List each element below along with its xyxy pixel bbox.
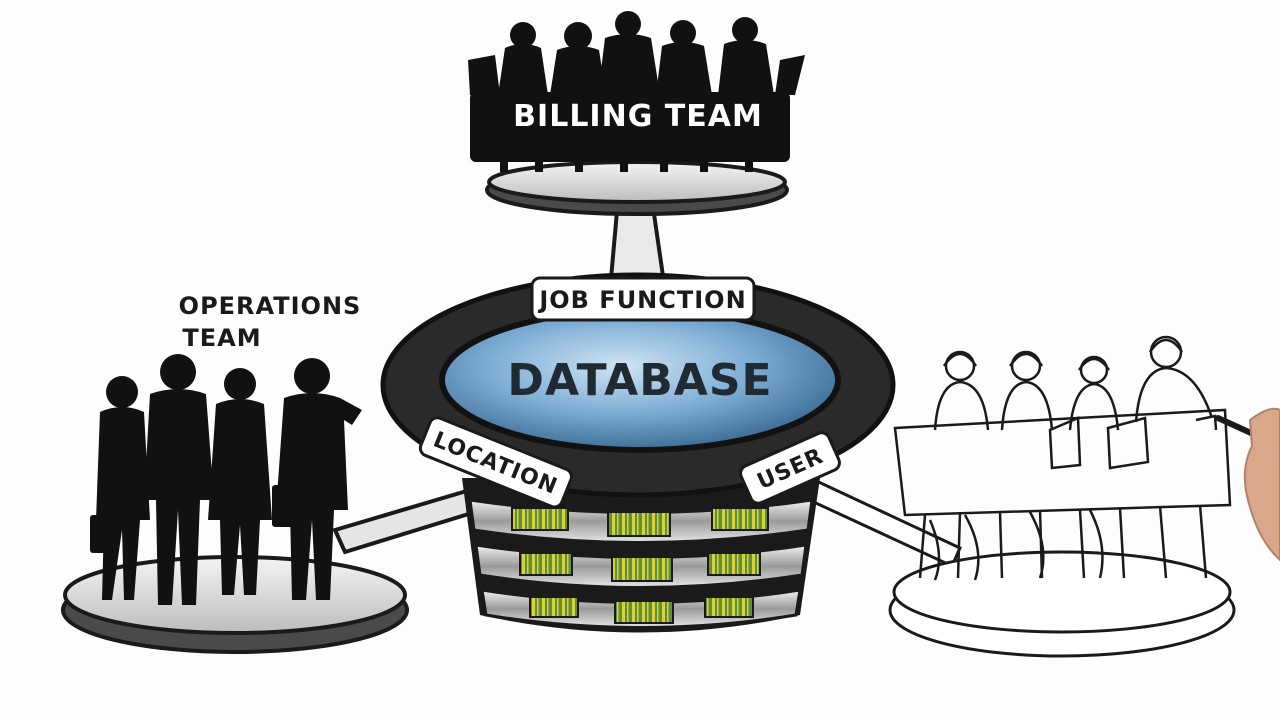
- user-connector: [803, 475, 962, 569]
- operations-connector: [332, 487, 478, 555]
- database-node: DATABASE JOB FUNCTION LOCATION USER: [380, 272, 896, 633]
- people-outline-group-icon: [893, 335, 1232, 581]
- connectors: [332, 475, 962, 569]
- job-function-tag: JOB FUNCTION: [530, 276, 756, 322]
- job-function-label: JOB FUNCTION: [537, 286, 746, 314]
- database-label: DATABASE: [507, 355, 772, 406]
- operations-team-label-line1: OPERATIONS: [179, 292, 362, 320]
- user-platform: [892, 550, 1232, 634]
- billing-team-label: BILLING TEAM: [513, 99, 763, 134]
- hand-holding-marker-icon: [1215, 407, 1280, 562]
- operations-team-node: OPERATIONS TEAM: [61, 292, 409, 654]
- people-silhouette-group-icon: [90, 354, 362, 605]
- operations-team-label-line2: TEAM: [182, 324, 261, 352]
- server-stack-icon: [462, 478, 820, 633]
- user-node: [888, 335, 1280, 658]
- people-silhouette-group-icon: [468, 11, 805, 172]
- billing-platform: [487, 160, 787, 204]
- billing-team-node: BILLING TEAM: [468, 11, 805, 292]
